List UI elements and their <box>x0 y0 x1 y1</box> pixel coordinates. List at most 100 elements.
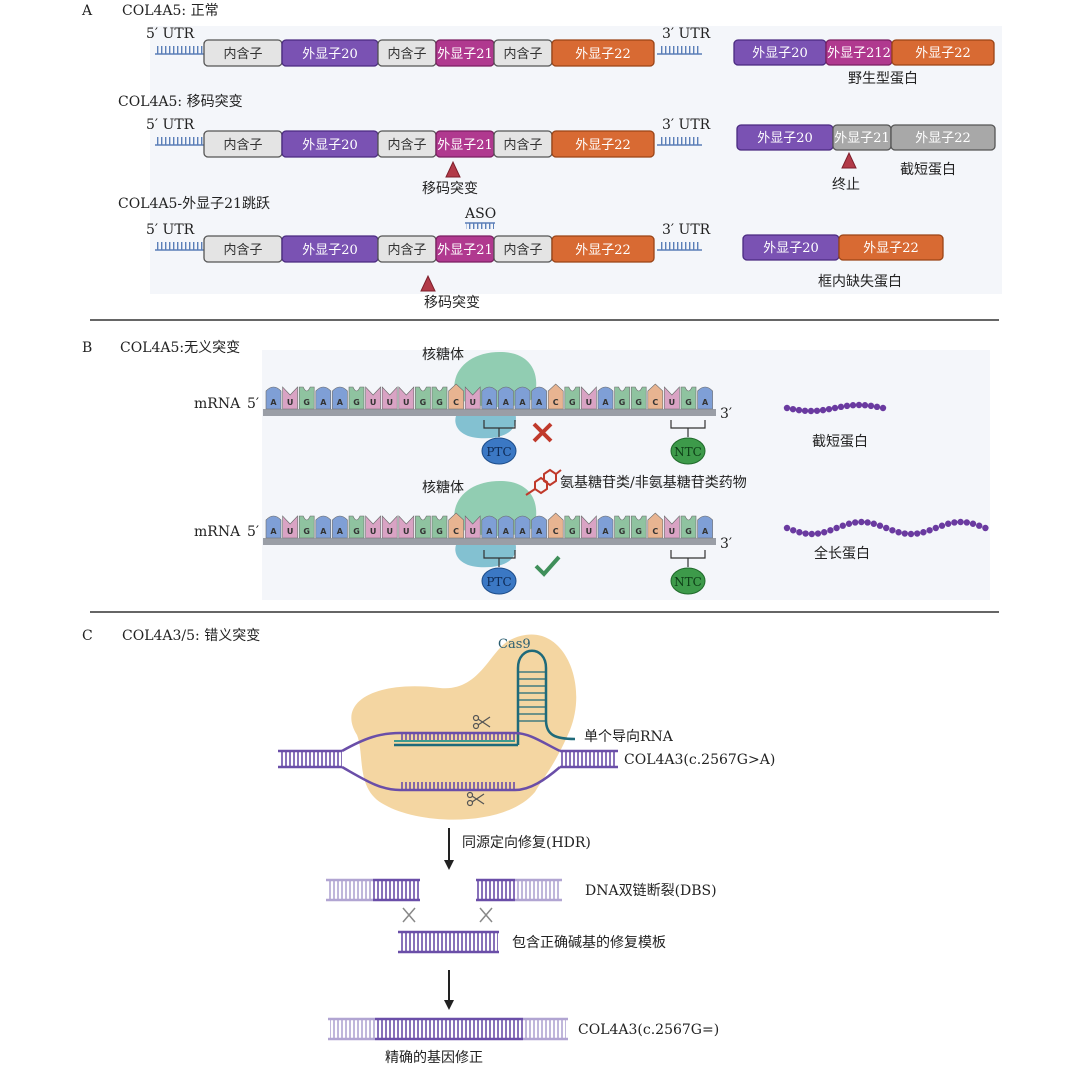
codon-base-label: A <box>602 398 609 407</box>
codon-base <box>697 515 713 539</box>
amino-acid-bead <box>938 522 946 529</box>
codon-base <box>481 515 498 539</box>
amino-acid-bead <box>852 519 859 526</box>
codon-base-label: A <box>270 527 277 536</box>
codon-base-label: C <box>453 398 459 407</box>
ptc-bracket-2 <box>483 550 516 567</box>
codon-base <box>647 383 664 410</box>
codon-base <box>581 386 597 410</box>
mutation-label-row2: 移码突变 <box>422 181 478 197</box>
exon-box <box>551 235 655 263</box>
utr3-label: 3′ UTR <box>662 222 711 238</box>
panel-b-letter: B <box>82 340 92 356</box>
amino-acid-bead <box>783 404 791 412</box>
codon-base-label: A <box>503 398 510 407</box>
amino-acid-bead <box>807 407 815 415</box>
protein-label: 框内缺失蛋白 <box>818 274 902 290</box>
amino-acid-bead <box>813 407 821 414</box>
codon-base <box>614 515 630 539</box>
codon-base <box>315 515 332 539</box>
amino-acid-bead <box>814 530 822 537</box>
codon-base <box>664 515 680 539</box>
mrna-5prime-1: 5′ <box>247 396 259 412</box>
codon-base <box>614 386 630 410</box>
amino-acid-bead <box>858 518 865 526</box>
codon-base-label: U <box>469 527 476 536</box>
codon-base <box>348 386 365 410</box>
amino-acid-bead <box>926 527 933 534</box>
codon-base <box>398 386 415 410</box>
amino-acid-bead <box>819 406 827 414</box>
segment-label: 内含子 <box>223 137 262 153</box>
codon-base <box>381 515 398 539</box>
codon-base <box>464 515 481 539</box>
codon-base-label: G <box>353 398 360 407</box>
segment-label: 内含子 <box>387 46 426 62</box>
utr5-label: 5′ UTR <box>146 222 195 238</box>
codon-base-label: G <box>635 398 642 407</box>
segment-label: 内含子 <box>223 46 262 62</box>
codon-base <box>282 386 298 410</box>
panel-c-title: COL4A3/5: 错义突变 <box>122 628 260 644</box>
codon-base-label: A <box>602 527 609 536</box>
codon-base-label: C <box>652 527 658 536</box>
full-protein-label: 全长蛋白 <box>814 545 870 562</box>
amino-acid-bead <box>827 527 834 534</box>
segment-label: 内含子 <box>503 137 542 153</box>
amino-acid-bead <box>969 520 977 527</box>
segment-label: 外显子22 <box>575 47 631 62</box>
sgrna-label: 单个导向RNA <box>584 729 674 745</box>
codon-base <box>448 383 464 410</box>
amino-acid-bead <box>795 406 803 414</box>
ribosome-label-2: 核糖体 <box>422 480 464 496</box>
codon-base-label: U <box>403 527 410 536</box>
codon-base-label: U <box>586 527 593 536</box>
segment-label: 外显子20 <box>302 138 358 153</box>
ptc-bracket-1 <box>483 420 516 437</box>
segment-label: 外显子21 <box>437 47 493 62</box>
amino-acid-bead <box>790 527 797 534</box>
drug-label: 氨基糖苷类/非氨基糖苷类药物 <box>560 474 747 491</box>
codon-base-label: G <box>619 398 626 407</box>
amino-acid-bead <box>867 402 875 410</box>
codon-base <box>680 386 697 410</box>
amino-acid-bead <box>849 402 857 409</box>
codon-base <box>531 515 547 539</box>
corrected-label: COL4A3(c.2567G=) <box>578 1022 719 1038</box>
codon-base-label: A <box>536 398 543 407</box>
protein-segment-label: 外显子21 <box>834 131 890 146</box>
amino-acid-bead <box>821 529 828 536</box>
amino-acid-bead <box>843 402 851 410</box>
panel-a-letter: A <box>81 3 93 19</box>
amino-acid-bead <box>914 530 921 537</box>
dbs-label: DNA双链断裂(DBS) <box>585 883 717 899</box>
sgrna-hairpin <box>394 649 576 747</box>
segment-label: 外显子20 <box>302 243 358 258</box>
amino-acid-bead <box>839 522 846 529</box>
codon-base <box>332 386 348 410</box>
codon-base <box>365 386 381 410</box>
protein-segment <box>891 39 995 66</box>
mutation-marker-row3 <box>420 274 436 292</box>
ntc-label-2: NTC <box>674 575 702 589</box>
cas9-label: Cas9 <box>498 637 531 652</box>
broken-dna-right <box>476 878 562 902</box>
codon-base-label: A <box>519 527 526 536</box>
amino-acid-bead <box>808 530 815 538</box>
amino-acid-bead <box>982 524 989 532</box>
ptc-label-1: PTC <box>486 445 511 459</box>
hdr-label: 同源定向修复(HDR) <box>462 834 591 851</box>
amino-acid-bead <box>976 522 983 529</box>
ptc-marker-2 <box>481 567 517 595</box>
codon-base-label: U <box>370 398 377 407</box>
codon-base-label: G <box>436 527 443 536</box>
ntc-label-1: NTC <box>674 445 702 459</box>
mrna-3prime-1: 3′ <box>720 406 732 422</box>
codon-base-label: U <box>469 398 476 407</box>
broken-dna-left <box>326 878 420 902</box>
